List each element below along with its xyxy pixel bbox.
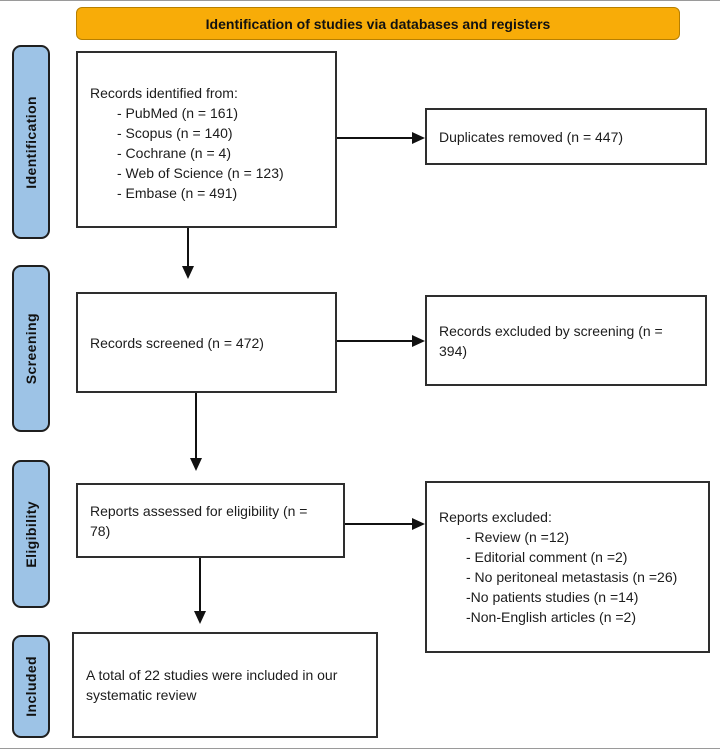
box-records-identified: Records identified from: - PubMed (n = 1… [76, 51, 337, 228]
box-included-studies-text: A total of 22 studies were included in o… [86, 667, 338, 703]
box-records-screened-text: Records screened (n = 472) [90, 334, 264, 351]
arrow-assessed-to-reports-excluded-head [412, 518, 425, 530]
figure-bottom-border [0, 748, 720, 749]
reports-excluded-item: - No peritoneal metastasis (n =26) [466, 569, 678, 585]
stage-label-identification-text: Identification [23, 95, 39, 189]
records-identified-item: - PubMed (n = 161) [117, 104, 239, 121]
header-title: Identification of studies via databases … [205, 15, 551, 32]
reports-excluded-item: - Review (n =12) [466, 529, 570, 545]
reports-excluded-item: -Non-English articles (n =2) [466, 609, 637, 625]
box-records-excluded-screening: Records excluded by screening (n = 394) [425, 295, 707, 386]
stage-label-included-text: Included [23, 656, 39, 717]
records-identified-item: - Web of Science (n = 123) [117, 164, 284, 181]
box-reports-excluded: Reports excluded: - Review (n =12) - Edi… [425, 481, 710, 653]
arrow-screened-to-assessed-line [195, 393, 197, 458]
box-records-identified-title: Records identified from: [90, 84, 238, 101]
records-identified-item: - Scopus (n = 140) [117, 124, 233, 141]
box-records-screened: Records screened (n = 472) [76, 292, 337, 393]
stage-label-screening: Screening [12, 265, 50, 432]
arrow-screened-to-assessed-head [190, 458, 202, 471]
arrow-identified-to-screened-head [182, 266, 194, 279]
arrow-screened-to-excluded-line [337, 340, 412, 342]
stage-label-eligibility-text: Eligibility [23, 500, 39, 568]
figure-top-border [0, 0, 720, 1]
stage-label-eligibility: Eligibility [12, 460, 50, 608]
arrow-assessed-to-included-head [194, 611, 206, 624]
records-identified-item: - Cochrane (n = 4) [117, 144, 231, 161]
stage-label-identification: Identification [12, 45, 50, 239]
box-duplicates-removed-text: Duplicates removed (n = 447) [439, 128, 624, 145]
reports-excluded-item: - Editorial comment (n =2) [466, 549, 628, 565]
stage-label-included: Included [12, 635, 50, 738]
box-records-excluded-screening-text: Records excluded by screening (n = 394) [439, 322, 663, 359]
header-banner: Identification of studies via databases … [76, 7, 680, 40]
box-included-studies: A total of 22 studies were included in o… [72, 632, 378, 738]
records-identified-item: - Embase (n = 491) [117, 184, 238, 201]
stage-label-screening-text: Screening [23, 312, 39, 385]
arrow-screened-to-excluded-head [412, 335, 425, 347]
arrow-assessed-to-reports-excluded-line [345, 523, 412, 525]
box-duplicates-removed: Duplicates removed (n = 447) [425, 108, 707, 165]
arrow-assessed-to-included-line [199, 558, 201, 611]
box-reports-excluded-title: Reports excluded: [439, 509, 552, 525]
arrow-identified-to-duplicates-head [412, 132, 425, 144]
arrow-identified-to-screened-line [187, 228, 189, 266]
box-reports-assessed-text: Reports assessed for eligibility (n = 78… [90, 502, 308, 539]
box-reports-assessed: Reports assessed for eligibility (n = 78… [76, 483, 345, 558]
arrow-identified-to-duplicates-line [337, 137, 412, 139]
reports-excluded-item: -No patients studies (n =14) [466, 589, 639, 605]
